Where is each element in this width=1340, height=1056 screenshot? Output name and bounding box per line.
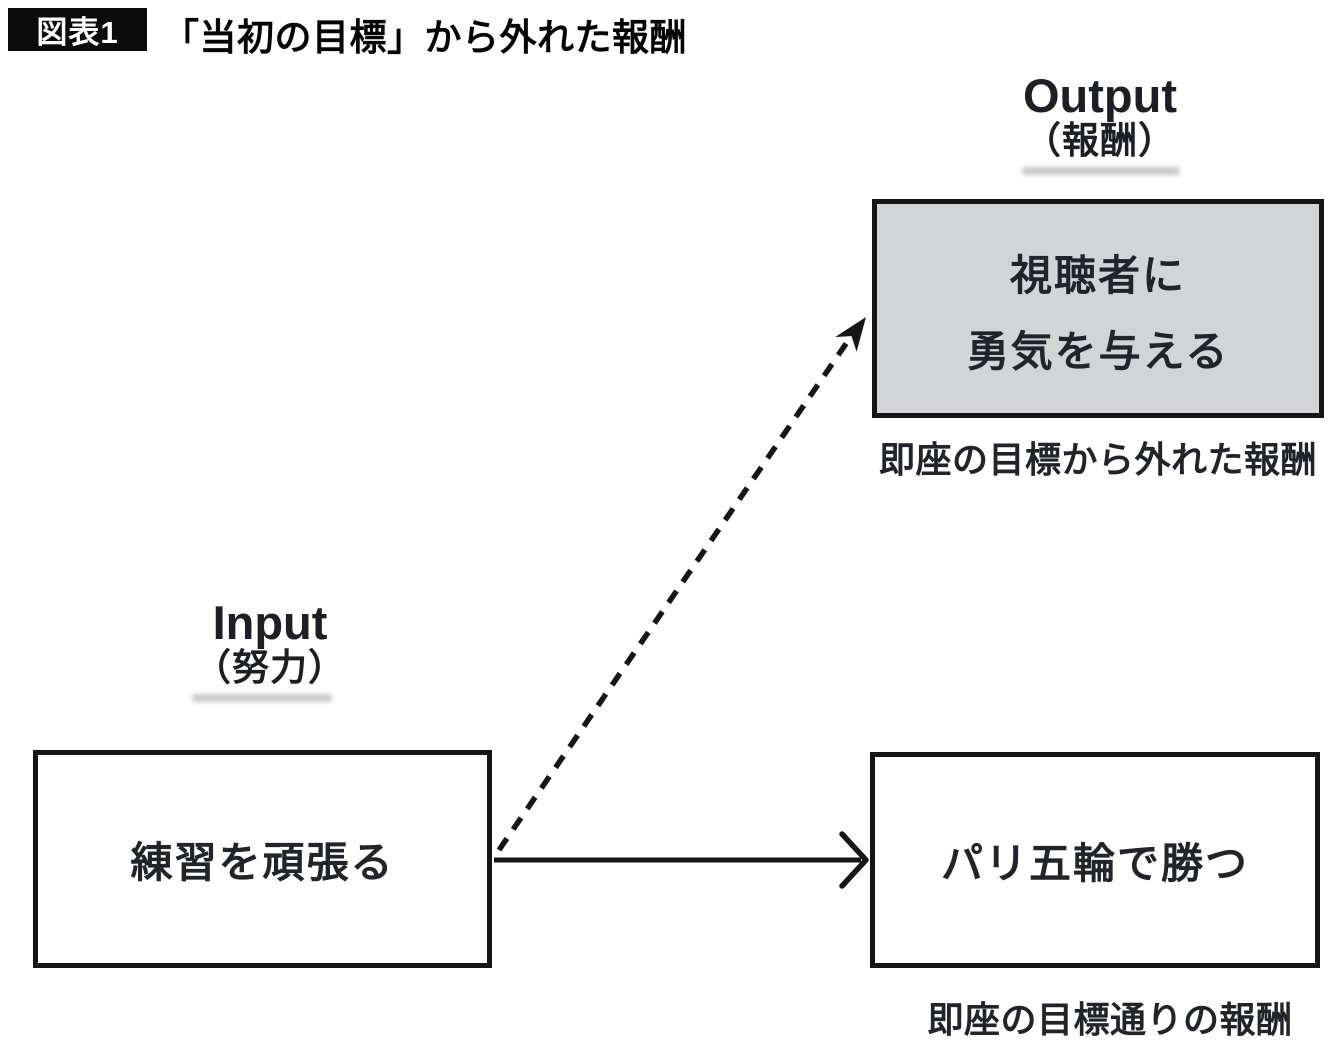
node-effort: 練習を頑張る — [33, 750, 492, 968]
caption-on-target-reward: 即座の目標通りの報酬 — [927, 999, 1293, 1040]
input-label-shadow — [192, 694, 332, 702]
solid-arrow — [494, 831, 869, 889]
node-effort-text: 練習を頑張る — [130, 838, 395, 886]
node-on-target-reward: パリ五輪で勝つ — [870, 752, 1320, 968]
input-axis-label-en: Input — [212, 596, 328, 649]
node-off-target-reward-line2: 勇気を与える — [966, 327, 1230, 375]
dashed-arrow — [496, 317, 866, 852]
node-on-target-reward-text: パリ五輪で勝つ — [940, 839, 1249, 887]
figure-number-badge: 図表1 — [8, 8, 147, 51]
input-axis-label-ja: （努力） — [194, 647, 346, 688]
figure-number-label: 図表1 — [36, 15, 119, 50]
input-axis-label: Input （努力） — [140, 599, 400, 686]
caption-off-target-reward: 即座の目標から外れた報酬 — [878, 439, 1317, 480]
output-label-shadow — [1022, 167, 1180, 175]
output-axis-label-en: Output — [1023, 69, 1177, 122]
output-axis-label: Output （報酬） — [970, 72, 1230, 159]
node-off-target-reward: 視聴者に 勇気を与える — [872, 199, 1324, 418]
figure-title: 「当初の目標」から外れた報酬 — [162, 17, 687, 58]
node-off-target-reward-line1: 視聴者に — [1009, 251, 1186, 299]
output-axis-label-ja: （報酬） — [1024, 120, 1176, 161]
